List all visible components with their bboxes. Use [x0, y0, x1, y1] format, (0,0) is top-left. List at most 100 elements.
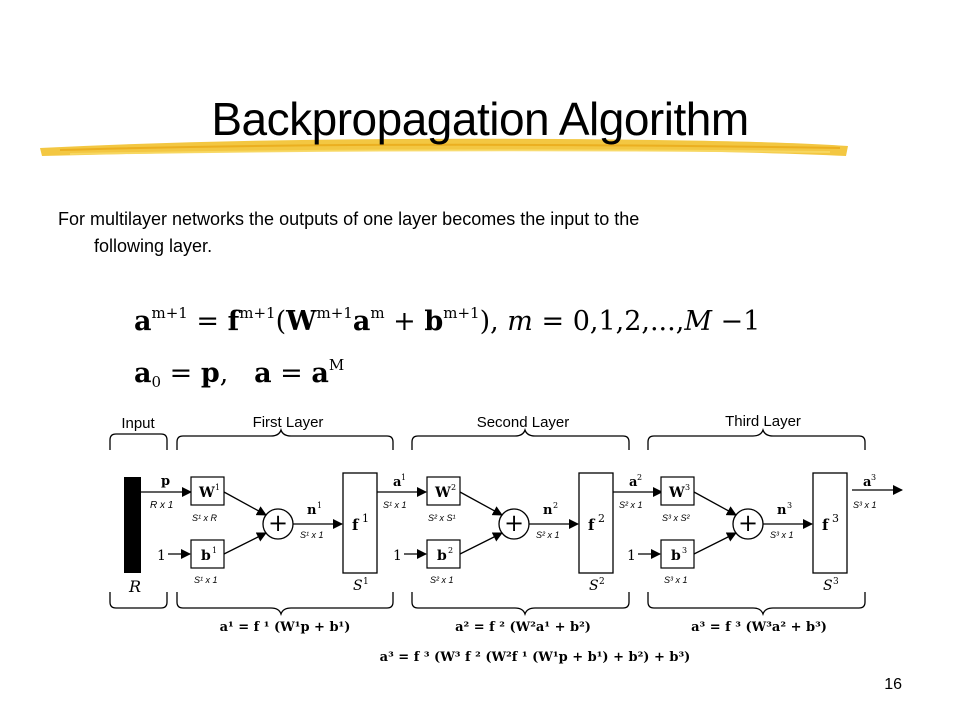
- eq1-b-sup: m+1: [443, 304, 480, 322]
- eq1-M: M: [684, 306, 712, 337]
- layer-3-sum-plus: +: [738, 509, 758, 537]
- layer-3-bias-sup: 3: [682, 546, 687, 555]
- layer-1-output-sup: 1: [401, 473, 406, 482]
- layer-1-weight-symbol: W: [198, 485, 215, 501]
- layer-2-size-sup: 2: [599, 577, 605, 587]
- third-layer-top-brace: [647, 427, 866, 450]
- title-highlight-stroke: [40, 138, 848, 156]
- eq2-aM: a: [311, 358, 329, 389]
- layer-3-bias-dim: S³ x 1: [664, 575, 688, 585]
- layer-2-equation: a² = f ² (W²a¹ + b²): [455, 620, 591, 635]
- eq2-equals-2: =: [271, 358, 312, 389]
- input-vector-bar: [124, 477, 141, 573]
- layer-1-net-sup: 1: [317, 501, 322, 510]
- layer-2-transfer-symbol: f: [588, 516, 596, 534]
- layer-1-sum-plus: +: [268, 509, 288, 537]
- input-header: Input: [121, 415, 155, 432]
- eq2-comma: ,: [219, 358, 229, 389]
- layer-1-bias-dim: S¹ x 1: [194, 575, 218, 585]
- layer-2-sum-plus: +: [504, 509, 524, 537]
- layer-2-output-symbol: a: [629, 475, 638, 490]
- layer-1-bias-box: [190, 539, 225, 569]
- layer-1-weight-to-sum-arrow: [223, 491, 267, 516]
- layer-3-transfer-symbol: f: [822, 516, 830, 534]
- layer-2-weight-to-sum-arrow: [459, 491, 503, 516]
- layer-2-net-symbol: n: [543, 503, 553, 518]
- layer-3-output-sup: 3: [871, 473, 876, 482]
- layer-1-net-symbol: n: [307, 503, 317, 518]
- layer-2-bias-symbol: b: [437, 548, 447, 564]
- layer-3-bias-symbol: b: [671, 548, 681, 564]
- layer-1-output-dim: S¹ x 1: [383, 500, 407, 510]
- layer-1-transfer-box: [342, 472, 378, 574]
- layer-3-weight-to-sum-arrow: [693, 491, 737, 516]
- input-top-brace: [109, 433, 168, 450]
- layer-2-weight-dim: S² x S¹: [428, 513, 456, 523]
- eq1-b: b: [424, 306, 444, 337]
- p-label: p: [161, 474, 170, 489]
- first-layer-bottom-brace: [176, 592, 394, 617]
- eq1-open: (: [275, 306, 287, 337]
- layer-3-transfer-box: [812, 472, 848, 574]
- third-layer-header: Third Layer: [725, 413, 801, 430]
- layer-3-weight-symbol: W: [668, 485, 685, 501]
- layer-2-weight-box: [426, 476, 461, 506]
- layer-2-bias-to-sum-arrow: [459, 532, 503, 555]
- layer-1-equation: a¹ = f ¹ (W¹p + b¹): [220, 620, 351, 635]
- layer-1-net-dim: S¹ x 1: [300, 530, 324, 540]
- eq1-a2: a: [352, 306, 371, 337]
- eq1-close: ),: [479, 306, 508, 337]
- title-area: Backpropagation Algorithm: [0, 88, 960, 168]
- layer-2-output-dim: S² x 1: [619, 500, 643, 510]
- layer-2-size-symbol: S: [589, 578, 599, 594]
- equation-boundary-conditions: a0 = p, a = aM: [134, 356, 344, 391]
- layer-2-bias-sup: 2: [448, 546, 453, 555]
- layer-2-weight-symbol: W: [434, 485, 451, 501]
- eq2-a: a: [254, 358, 272, 389]
- layer-3-size-sup: 3: [833, 577, 839, 587]
- body-line-1: For multilayer networks the outputs of o…: [58, 209, 640, 229]
- layer-2-transfer-sup: 2: [598, 512, 605, 525]
- eq2-aM-sup: M: [328, 356, 345, 374]
- layer-1-size-symbol: S: [353, 578, 363, 594]
- layer-2-transfer-box: [578, 472, 614, 574]
- layer-2-output-sup: 2: [637, 473, 642, 482]
- body-line-2: following layer.: [94, 236, 213, 256]
- layer-3-size-symbol: S: [823, 578, 833, 594]
- second-layer-header: Second Layer: [477, 414, 570, 431]
- eq1-range: = 0,1,2,...,: [532, 306, 685, 337]
- layer-1-weight-box: [190, 476, 225, 506]
- eq1-a2-sup: m: [370, 304, 385, 322]
- overall-equation: a³ = f ³ (W³ f ² (W²f ¹ (W¹p + b¹) + b²)…: [380, 650, 691, 665]
- layer-1-bias-sup: 1: [212, 546, 217, 555]
- layer-3-output-dim: S³ x 1: [853, 500, 877, 510]
- layer-3-weight-sup: 3: [685, 483, 690, 492]
- second-layer-bottom-brace: [411, 592, 630, 617]
- eq2-a0-sub: 0: [151, 373, 162, 391]
- eq2-p: p: [200, 358, 220, 389]
- eq1-f: f: [227, 306, 240, 337]
- layer-3-bias-box: [660, 539, 695, 569]
- eq2-a0: a: [134, 358, 152, 389]
- layer-3-net-sup: 3: [787, 501, 792, 510]
- eq1-plus: +: [384, 306, 425, 337]
- layer-1-bias-input-one: 1: [157, 548, 166, 564]
- body-paragraph: For multilayer networks the outputs of o…: [58, 206, 858, 260]
- first-layer-top-brace: [176, 427, 394, 450]
- layer-3-bias-to-sum-arrow: [693, 532, 737, 555]
- second-layer-top-brace: [411, 427, 630, 450]
- third-layer-bottom-brace: [647, 592, 866, 617]
- layer-1-weight-dim: S¹ x R: [192, 513, 218, 523]
- layer-3-net-symbol: n: [777, 503, 787, 518]
- layer-3-equation: a³ = f ³ (W³a² + b³): [691, 620, 827, 635]
- eq1-W-sup: m+1: [316, 304, 353, 322]
- layer-1-weight-sup: 1: [215, 483, 220, 492]
- eq1-equals: =: [187, 306, 228, 337]
- eq1-f-sup: m+1: [239, 304, 276, 322]
- layer-2-bias-dim: S² x 1: [430, 575, 454, 585]
- slide-title: Backpropagation Algorithm: [211, 93, 749, 145]
- eq1-W: W: [286, 306, 317, 337]
- layer-1-transfer-symbol: f: [352, 516, 360, 534]
